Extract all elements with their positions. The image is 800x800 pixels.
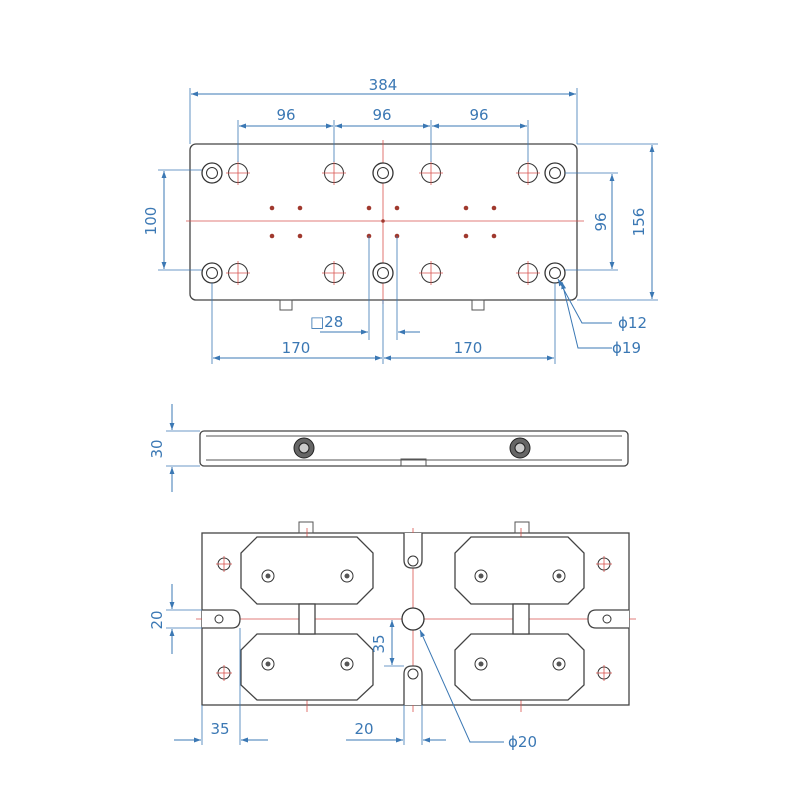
side-tab [400,458,427,467]
dim-edge-offset: 35 [210,720,229,738]
dim-pitch-1: 96 [276,106,295,124]
corner-holes [216,556,612,681]
dim-thickness: 30 [148,439,166,458]
dim-slot-height: 20 [148,610,166,629]
dim-square: □28 [310,313,343,331]
bridge-right [512,603,530,635]
center-hole [401,607,425,631]
cylinder-right [509,437,531,459]
bolt-hole-bottom-right [544,262,566,284]
bolt-hole-bottom-center [372,262,394,284]
pin-holes [269,205,497,239]
dim-hole-large: ϕ19 [612,339,641,357]
dim-right-inner: 96 [592,212,610,231]
cylinder-left [293,437,315,459]
dim-pitch-2: 96 [372,106,391,124]
tab-left [279,299,293,311]
dim-pitch-3: 96 [469,106,488,124]
dim-left-height: 100 [142,207,160,236]
pad-top-right [454,536,585,605]
bridge-left [298,603,316,635]
dim-center-offset: 35 [370,634,388,653]
bolt-hole-bottom-left [201,262,223,284]
side-view: 30 [148,404,629,492]
bolt-hole-top-center [372,162,394,184]
bottom-view: 20 35 35 20 ϕ20 [148,521,636,751]
dim-slot-width: 20 [354,720,373,738]
dim-half-left: 170 [282,339,311,357]
dim-center-hole: ϕ20 [508,733,537,751]
tab-right [471,299,485,311]
top-view: 384 96 96 96 100 96 156 □28 [142,76,658,364]
pad-bottom-left [240,633,374,701]
bolt-hole-top-left [201,162,223,184]
bolt-hole-top-right [544,162,566,184]
clearance-holes [226,161,540,285]
pad-bottom-right [454,633,585,701]
dim-hole-small: ϕ12 [618,314,647,332]
pad-top-left [240,536,374,605]
dim-overall-width: 384 [369,76,398,94]
dim-half-right: 170 [454,339,483,357]
dim-right-overall: 156 [630,208,648,237]
